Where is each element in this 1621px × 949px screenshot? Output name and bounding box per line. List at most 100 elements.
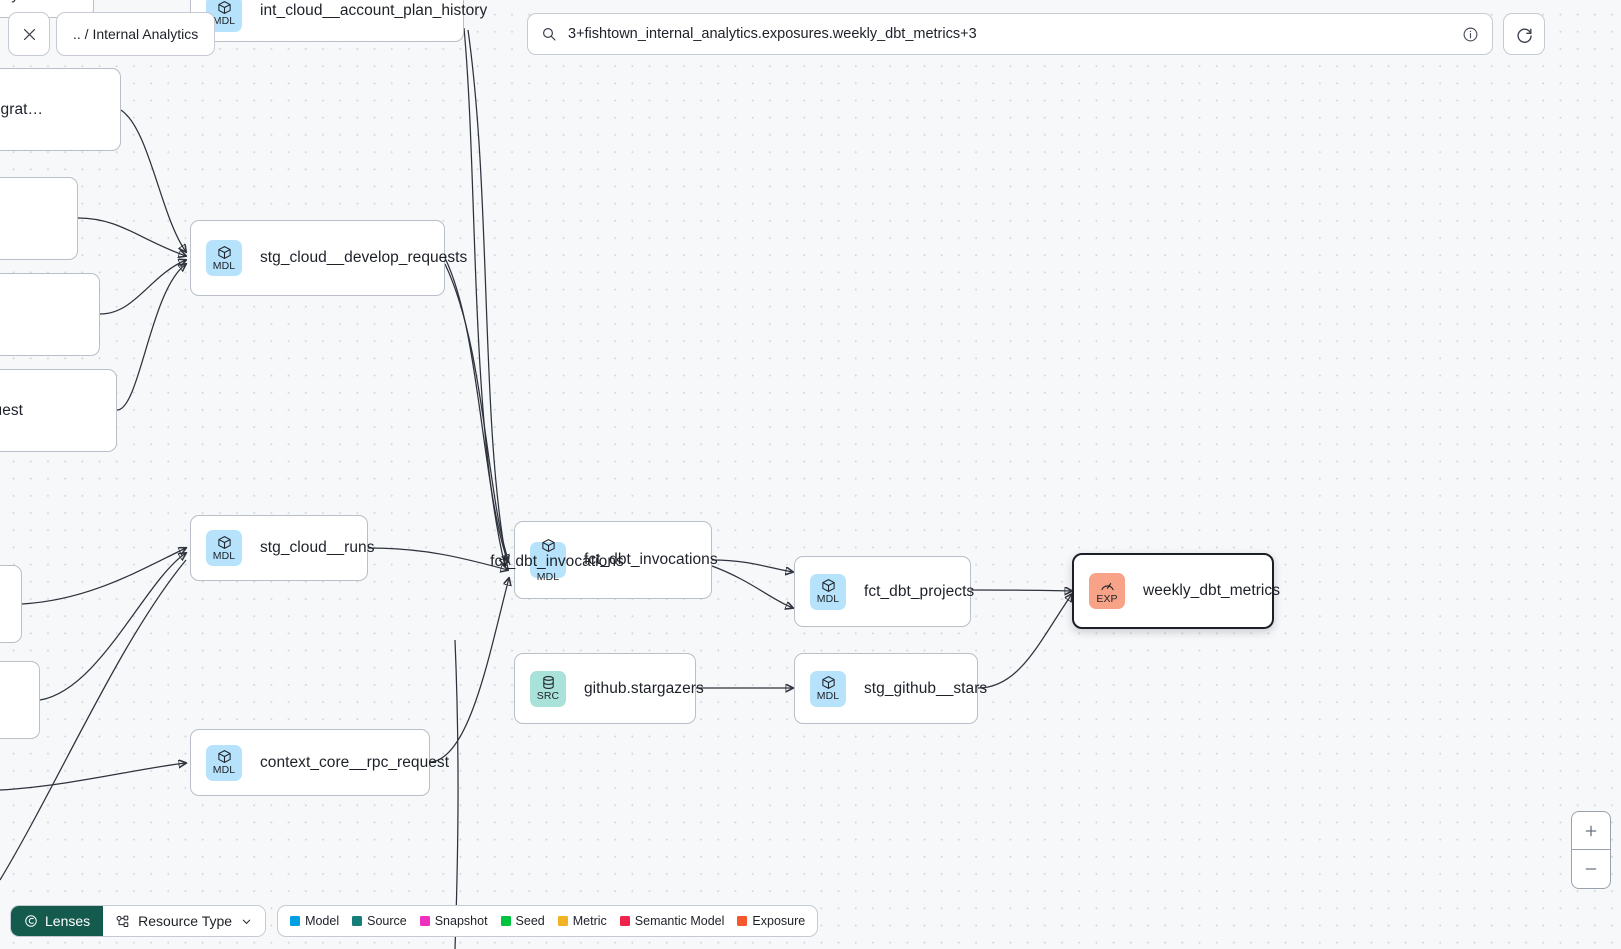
- legend-label: Semantic Model: [634, 914, 725, 928]
- zoom-in-button[interactable]: [1572, 812, 1610, 850]
- plus-icon: [1585, 825, 1597, 836]
- lineage-node-label: stg_cloud__runs: [260, 539, 375, 556]
- resource-type-icon: [116, 915, 129, 927]
- lineage-node[interactable]: MDL stg_github__stars: [794, 653, 987, 724]
- chart-line-glyph: [1100, 578, 1115, 593]
- lineage-node[interactable]: MDL context_core__rpc_request: [190, 729, 449, 796]
- lineage-node[interactable]: MDL stg_cloud__runs: [190, 515, 374, 581]
- cube-glyph: [821, 675, 836, 690]
- info-icon[interactable]: [1462, 26, 1479, 43]
- lineage-node-selected[interactable]: EXP weekly_dbt_metrics: [1072, 553, 1280, 629]
- legend-label: Metric: [572, 914, 607, 928]
- breadcrumb[interactable]: .. / Internal Analytics: [56, 12, 216, 56]
- legend-item[interactable]: Metric: [557, 914, 607, 928]
- legend-label: Exposure: [752, 914, 806, 928]
- lineage-node[interactable]: velop_request: [0, 273, 100, 356]
- legend-swatch: [419, 916, 430, 926]
- badge-tag: MDL: [816, 690, 840, 702]
- close-button[interactable]: [8, 12, 50, 56]
- lineage-node[interactable]: _run: [0, 661, 40, 739]
- cube-glyph: [217, 0, 232, 15]
- lineage-node-label: fct_dbt_projects: [864, 582, 975, 600]
- lens-icon: [25, 915, 37, 927]
- lineage-node[interactable]: multicell_migrat…: [0, 68, 121, 151]
- lineage-node[interactable]: p_request: [0, 177, 78, 260]
- badge-tag: MDL: [212, 549, 236, 562]
- zoom-out-button[interactable]: [1572, 850, 1610, 888]
- legend-item[interactable]: Semantic Model: [619, 914, 725, 928]
- cube-glyph: [217, 245, 232, 260]
- resource-type-button[interactable]: Resource Type: [103, 906, 266, 936]
- badge-tag: EXP: [1096, 592, 1118, 605]
- legend-label: Snapshot: [434, 914, 488, 928]
- legend-swatch: [557, 916, 568, 926]
- cube-icon: MDL: [810, 670, 846, 707]
- lineage-node-label: int_cloud__account_plan_history: [260, 1, 488, 19]
- badge-tag: MDL: [212, 15, 236, 27]
- legend-swatch: [737, 916, 748, 926]
- legend-label: Model: [305, 914, 340, 928]
- legend-swatch: [500, 916, 511, 926]
- lineage-node-label: snapshot_daily: [0, 0, 19, 4]
- legend-item[interactable]: Snapshot: [419, 914, 488, 928]
- cube-icon: MDL: [206, 530, 242, 566]
- legend-swatch: [352, 916, 363, 926]
- badge-tag: MDL: [816, 593, 840, 605]
- legend-swatch: [619, 916, 630, 926]
- lineage-node-label: context_core__rpc_request: [260, 753, 450, 771]
- badge-tag: MDL: [212, 259, 236, 272]
- legend-label: Source: [367, 914, 407, 928]
- lineage-node[interactable]: MDL stg_cloud__develop_requests: [190, 220, 467, 296]
- lineage-node[interactable]: _develop_request: [0, 369, 117, 452]
- search-bar[interactable]: [527, 13, 1493, 55]
- legend-item[interactable]: Exposure: [737, 914, 805, 928]
- cube-icon: fct_dbt_invocations MDL: [490, 538, 624, 582]
- lineage-node-label: stg_github__stars: [864, 679, 988, 697]
- lineage-node-label: stg_cloud__develop_requests: [260, 249, 468, 266]
- lenses-button[interactable]: Lenses: [11, 906, 104, 936]
- breadcrumb-label: .. / Internal Analytics: [73, 26, 199, 42]
- lineage-node-label: weekly_dbt_metrics: [1143, 582, 1281, 599]
- lineage-node-label: github.stargazers: [584, 679, 704, 697]
- lineage-node[interactable]: SRC github.stargazers: [514, 653, 704, 724]
- badge-tag: SRC: [536, 690, 560, 702]
- cube-icon: MDL: [206, 744, 242, 781]
- badge-tag: MDL: [212, 764, 236, 776]
- cube-icon: MDL: [810, 573, 846, 610]
- bottom-toolbar: Lenses Resource Type Model Source S: [10, 905, 819, 937]
- cube-glyph: [217, 535, 232, 550]
- refresh-button[interactable]: [1503, 13, 1545, 55]
- lenses-label: Lenses: [45, 913, 91, 929]
- lineage-node[interactable]: MDL int_cloud__account_plan_history: [190, 0, 487, 42]
- lens-group: Lenses Resource Type: [10, 905, 267, 937]
- chevron-down-icon: [242, 919, 251, 924]
- legend-item[interactable]: Model: [290, 914, 339, 928]
- lineage-node-label: fct_dbt_invocations: [490, 552, 624, 570]
- close-icon: [23, 28, 35, 40]
- lineage-node[interactable]: n: [0, 565, 22, 643]
- lineage-node-label: _develop_request: [0, 401, 24, 419]
- legend-swatch: [290, 916, 301, 926]
- search-input[interactable]: [568, 26, 1462, 42]
- refresh-icon: [1516, 28, 1532, 43]
- lineage-node[interactable]: MDL fct_dbt_projects: [794, 556, 975, 627]
- cube-icon: MDL: [206, 240, 242, 276]
- legend-item[interactable]: Source: [352, 914, 407, 928]
- cube-glyph: [821, 578, 836, 593]
- resource-type-legend: Model Source Snapshot Seed Metric Semant…: [277, 905, 819, 937]
- zoom-controls: [1571, 811, 1611, 889]
- search-icon: [543, 28, 556, 41]
- resource-type-label: Resource Type: [138, 913, 233, 929]
- database-icon: SRC: [530, 670, 566, 707]
- legend-item[interactable]: Seed: [500, 914, 545, 928]
- chart-line-icon: EXP: [1089, 573, 1125, 609]
- cube-glyph: [541, 538, 556, 553]
- cube-glyph: [217, 749, 232, 764]
- lineage-node[interactable]: fct_dbt_invocations MDL fct_dbt_invocati…: [490, 521, 718, 599]
- lineage-node-label: fct_dbt_invocations: [584, 551, 718, 568]
- badge-tag: MDL: [536, 570, 560, 583]
- lineage-node-label: multicell_migrat…: [0, 100, 44, 118]
- minus-icon: [1585, 868, 1597, 870]
